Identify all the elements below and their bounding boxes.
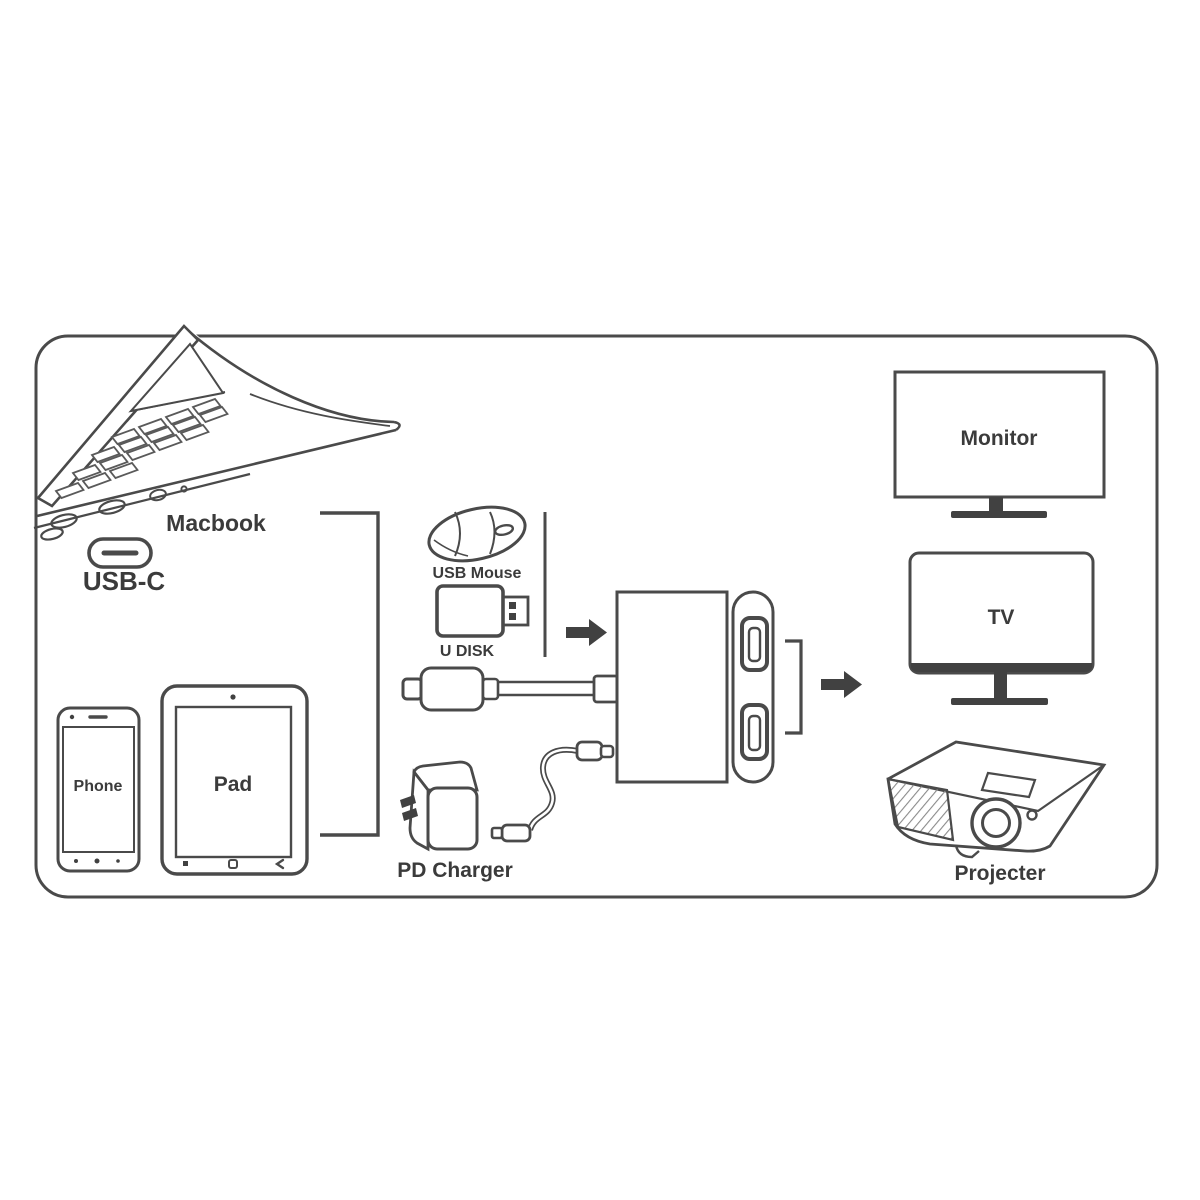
macbook-side-ports [40,485,188,541]
u-disk-icon [435,584,530,638]
diagram-border [34,334,1159,899]
macbook-label: Macbook [166,510,266,536]
macbook-keyboard [54,397,229,500]
projector-label: Projecter [954,862,1045,885]
pad-label: Pad [214,773,253,796]
monitor-label: Monitor [961,427,1038,450]
projector-icon [886,740,1107,859]
pad-icon [160,684,309,876]
usb-c-label: USB-C [83,566,166,596]
usb-c-cable-icon [401,666,620,712]
usb-mouse-label: USB Mouse [433,565,522,582]
u-disk-label: U DISK [440,643,495,660]
tv-icon [908,551,1095,705]
phone-label: Phone [74,778,123,795]
source-devices-bracket [320,511,380,837]
usb-c-port-icon [87,537,153,569]
hdmi-port-2 [740,703,769,761]
pd-charger-icon [400,760,479,852]
hdmi-port-1 [740,616,769,672]
usb-mouse-icon [427,505,527,563]
adapter-icon [615,590,775,784]
hdmi-outputs-bracket [785,639,803,735]
arrow-to-displays-icon [821,671,862,698]
macbook-icon [33,324,401,541]
pd-charger-label: PD Charger [397,859,513,882]
monitor-icon [893,370,1106,518]
tv-label: TV [988,606,1015,629]
arrow-to-adapter-icon [566,619,607,646]
charge-cable-icon [490,740,615,843]
phone-icon [56,706,141,873]
